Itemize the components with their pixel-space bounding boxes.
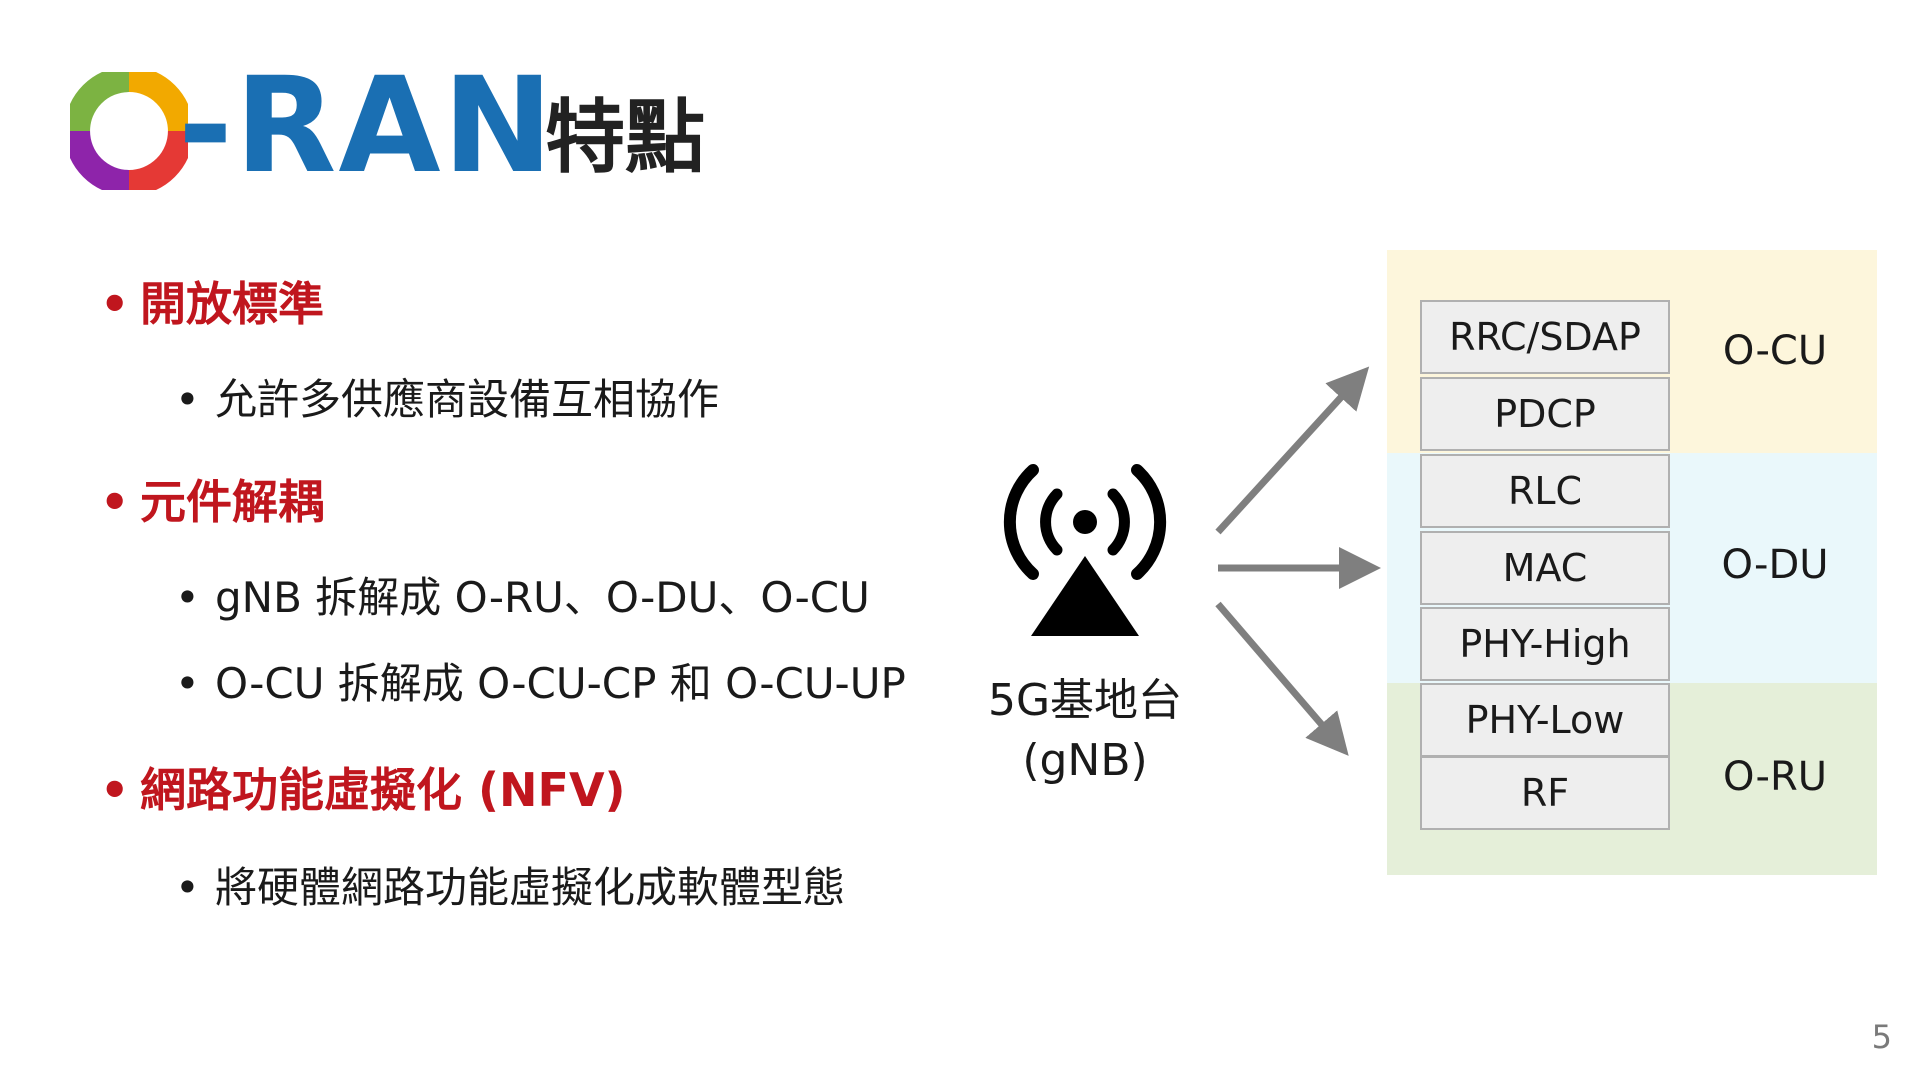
- station-sublabel: (gNB): [1022, 735, 1148, 786]
- bullet-heading-nfv: 網路功能虛擬化 (NFV): [100, 760, 626, 820]
- zone-label-o-ru: O-RU: [1722, 754, 1828, 800]
- bullet-sub-virtualize: 將硬體網路功能虛擬化成軟體型態: [175, 858, 845, 918]
- layer-rf: RF: [1420, 756, 1670, 830]
- arrow-down: [1215, 601, 1349, 756]
- layer-phy-high: PHY-High: [1420, 607, 1670, 681]
- zone-label-o-du: O-DU: [1721, 542, 1829, 588]
- logo-wordmark: -RAN: [178, 49, 556, 203]
- bullet-sub-gnb-split: gNB 拆解成 O-RU、O-DU、O-CU: [175, 568, 870, 628]
- station-label: 5G基地台: [987, 675, 1183, 726]
- page-title: 特點: [545, 91, 705, 184]
- o-ran-logo-ring-icon: [70, 72, 188, 190]
- split-arrows: [1215, 366, 1381, 756]
- layer-rlc: RLC: [1420, 454, 1670, 528]
- arrow-up: [1215, 366, 1370, 535]
- antenna-tower-icon: [1003, 464, 1167, 636]
- layer-pdcp: PDCP: [1420, 377, 1670, 451]
- bullet-heading-open-standard: 開放標準: [100, 274, 324, 334]
- layer-mac: MAC: [1420, 531, 1670, 605]
- layer-phy-low: PHY-Low: [1420, 683, 1670, 757]
- page-number: 5: [1871, 1018, 1892, 1056]
- bullet-sub-ocu-split: O-CU 拆解成 O-CU-CP 和 O-CU-UP: [175, 654, 906, 714]
- zone-label-o-cu: O-CU: [1722, 328, 1828, 374]
- bullet-heading-decoupling: 元件解耦: [100, 472, 324, 532]
- layer-rrc-sdap: RRC/SDAP: [1420, 300, 1670, 374]
- bullet-sub-multivendor: 允許多供應商設備互相協作: [175, 370, 719, 430]
